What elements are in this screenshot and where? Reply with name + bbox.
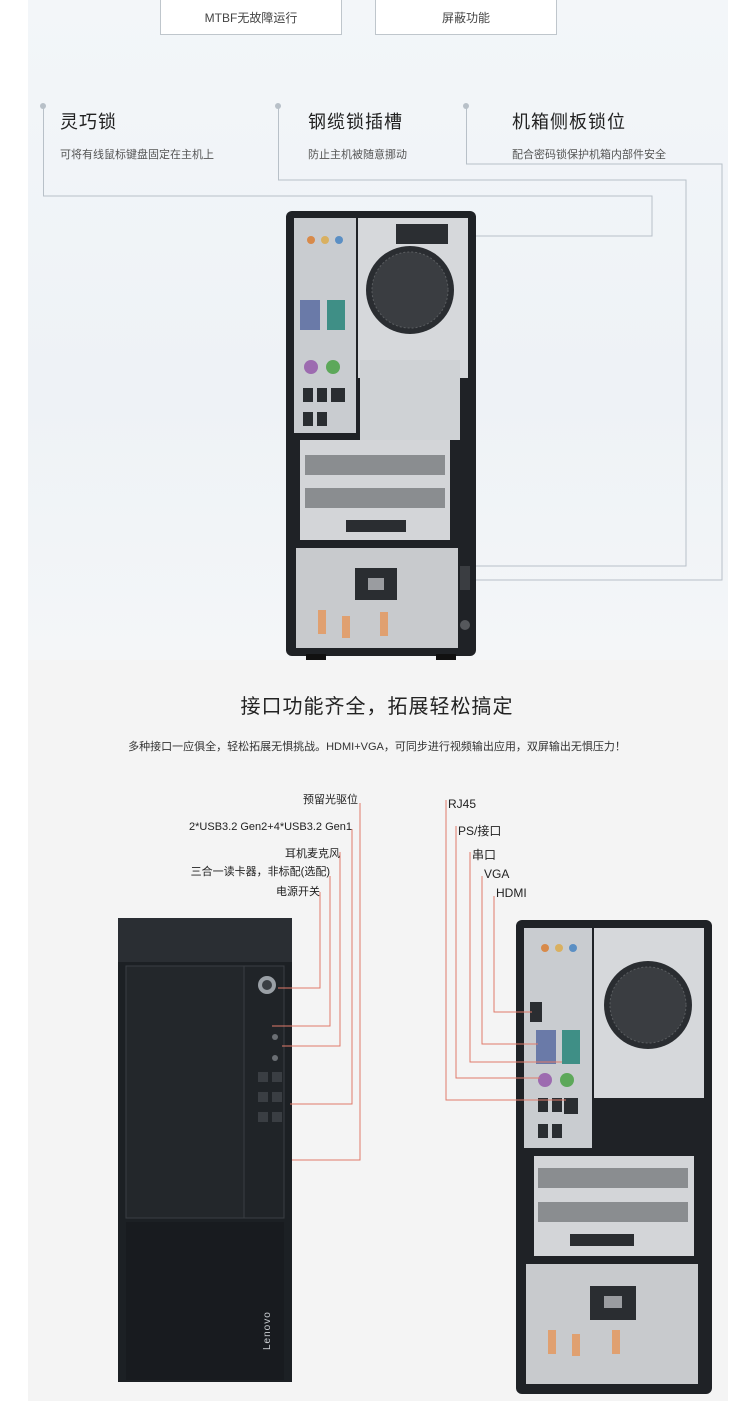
lock-pin-3 xyxy=(463,103,469,109)
front-port-optical-bay: 预留光驱位 xyxy=(303,794,358,806)
ports-section-title: 接口功能齐全，拓展轻松搞定 xyxy=(240,696,514,718)
front-port-power-switch: 电源开关 xyxy=(276,886,320,898)
side-panel-lock-desc: 配合密码锁保护机箱内部件安全 xyxy=(512,149,666,161)
lock-pin-1 xyxy=(40,103,46,109)
front-port-callouts xyxy=(272,803,361,1161)
lenovo-logo: Lenovo xyxy=(262,1311,273,1350)
rear-port-hdmi: HDMI xyxy=(496,886,527,900)
mtbf-feature-label: MTBF无故障运行 xyxy=(204,10,298,25)
smart-lock-title: 灵巧锁 xyxy=(60,112,117,132)
front-port-audio: 耳机麦克风 xyxy=(285,848,340,860)
lock-guide-lines xyxy=(43,163,723,581)
rear-tower-top xyxy=(286,211,476,660)
lock-pin-line-3 xyxy=(466,108,467,164)
cable-lock-desc: 防止主机被随意挪动 xyxy=(308,149,407,161)
front-port-card-reader: 三合一读卡器，非标配(选配) xyxy=(190,866,330,878)
ports-section-subtitle: 多种接口一应俱全，轻松拓展无惧挑战。HDMI+VGA，可同步进行视频输出应用，双… xyxy=(128,741,626,753)
lock-pin-line-2 xyxy=(278,108,279,180)
rear-port-ps2: PS/接口 xyxy=(458,824,502,838)
rear-tower-bottom xyxy=(516,920,712,1394)
smart-lock-desc: 可将有线鼠标键盘固定在主机上 xyxy=(60,149,214,161)
rear-port-rj45: RJ45 xyxy=(448,797,477,811)
mtbf-feature-box: MTBF无故障运行 xyxy=(160,0,342,35)
front-port-usb: 2*USB3.2 Gen2+4*USB3.2 Gen1 xyxy=(189,821,352,833)
shield-feature-label: 屏蔽功能 xyxy=(441,10,490,25)
rear-port-callouts xyxy=(445,800,566,1101)
rear-port-serial: 串口 xyxy=(472,848,497,862)
side-panel-lock-title: 机箱侧板锁位 xyxy=(512,112,626,132)
cable-lock-title: 钢缆锁插槽 xyxy=(308,112,403,132)
front-tower xyxy=(118,918,292,1382)
lock-pin-2 xyxy=(275,103,281,109)
shield-feature-box: 屏蔽功能 xyxy=(375,0,557,35)
lock-pin-line-1 xyxy=(43,108,44,196)
rear-port-vga: VGA xyxy=(484,867,510,881)
